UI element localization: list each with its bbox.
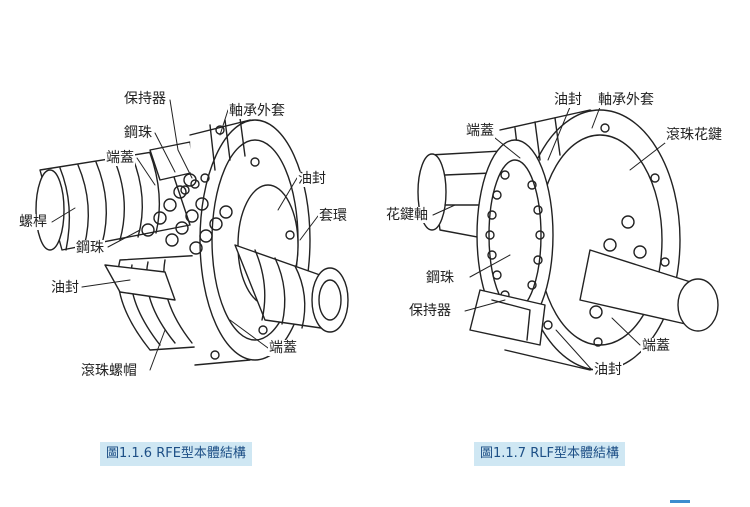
rlf-assembly-drawing [417,109,719,371]
label-screw-shaft-left: 螺桿 [18,214,48,230]
label-bearing-outer-left: 軸承外套 [228,103,286,119]
label-oil-seal-right-left: 油封 [297,171,327,187]
label-spline-shaft-right: 花鍵軸 [385,207,429,223]
label-collar-left: 套環 [318,208,348,224]
label-steel-ball-top-left: 鋼珠 [123,125,153,141]
spline-shaft-right [579,249,719,332]
label-bearing-outer-right: 軸承外套 [597,92,655,108]
label-retainer-left: 保持器 [123,91,167,107]
label-oil-seal-bottom-right: 油封 [593,362,623,378]
screw-shaft-right [234,244,349,333]
rfe-leader-lines [51,99,319,371]
label-retainer-right: 保持器 [408,303,452,319]
label-oil-seal-left-left: 油封 [50,280,80,296]
label-end-cap-bottom-left: 端蓋 [268,340,298,356]
rfe-assembly-drawing [35,117,349,366]
label-end-cap-top-left: 端蓋 [105,150,135,166]
label-ball-nut-left: 滾珠螺帽 [80,363,138,379]
screw-shaft-left [35,149,191,251]
label-steel-ball-right: 鋼珠 [425,270,455,286]
rlf-leader-lines [432,106,666,371]
label-steel-ball-left: 鋼珠 [75,240,105,256]
lower-cut-plate [469,289,546,346]
caption-rfe: 圖1.1.6 RFE型本體結構 [100,442,252,466]
label-ball-spline-right: 滾珠花鍵 [665,127,723,143]
caption-rlf: 圖1.1.7 RLF型本體結構 [474,442,625,466]
steel-balls-left [141,173,233,255]
accent-marker [670,500,690,503]
label-oil-seal-top-right: 油封 [553,92,583,108]
label-end-cap-top-right: 端蓋 [465,123,495,139]
label-end-cap-bottom-right: 端蓋 [641,338,671,354]
